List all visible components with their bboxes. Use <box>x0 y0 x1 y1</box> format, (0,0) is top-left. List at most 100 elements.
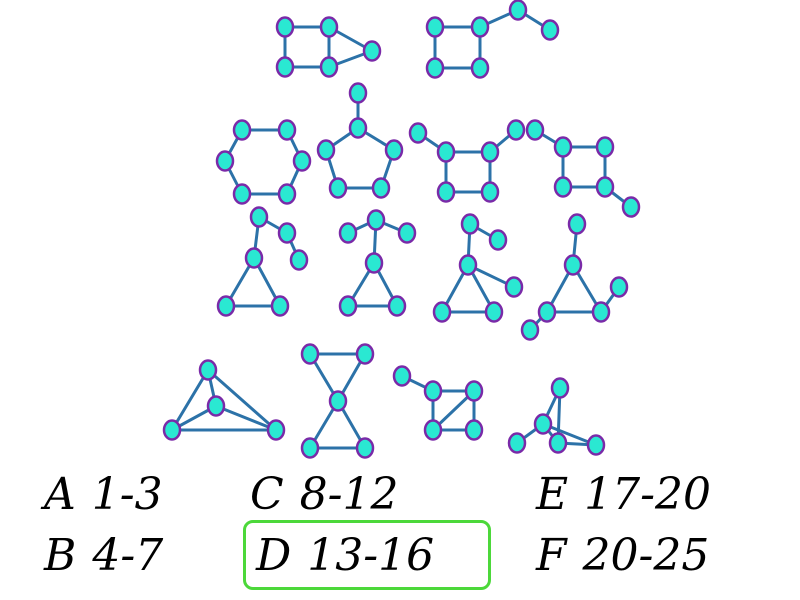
graph-1-node <box>275 16 295 38</box>
graph-5-node <box>480 141 500 163</box>
graph-9-node <box>484 301 504 323</box>
graph-14-edge <box>541 422 598 447</box>
graph-9-node <box>458 254 478 276</box>
graph-5-node <box>436 181 456 203</box>
graph-6-node <box>621 196 641 218</box>
option-e-letter: E <box>536 469 569 520</box>
graph-13-node <box>423 380 443 402</box>
option-c-range: 8-12 <box>299 469 399 520</box>
graph-4-node <box>348 82 368 104</box>
selected-answer-highlight <box>243 520 491 590</box>
graph-5-node <box>408 122 428 144</box>
option-f-range: 20-25 <box>582 530 710 581</box>
graph-11-node <box>162 419 182 441</box>
graph-9-node <box>432 301 452 323</box>
graph-5-node <box>506 119 526 141</box>
option-b-range: 4-7 <box>92 530 164 581</box>
graph-1-node <box>362 40 382 62</box>
graph-3-node <box>232 119 252 141</box>
graph-9-node <box>488 229 508 251</box>
graph-7-node <box>216 295 236 317</box>
graph-6-node <box>525 119 545 141</box>
graph-8-node <box>387 295 407 317</box>
graph-5-node <box>436 141 456 163</box>
graph-10-node <box>609 276 629 298</box>
graph-9-node <box>504 276 524 298</box>
graph-12-node <box>355 437 375 459</box>
graph-12-node <box>300 343 320 365</box>
graph-11-node <box>266 419 286 441</box>
graph-8-node <box>364 252 384 274</box>
graph-2-node <box>540 19 560 41</box>
graph-8-node <box>338 295 358 317</box>
graph-3-node <box>277 119 297 141</box>
graph-7-node <box>249 206 269 228</box>
graph-7-node <box>277 222 297 244</box>
graph-14-node <box>533 413 553 435</box>
graph-13-node <box>464 380 484 402</box>
graph-11-node <box>198 359 218 381</box>
graph-2-node <box>508 0 528 21</box>
graph-12-node <box>328 390 348 412</box>
graph-11-node <box>206 395 226 417</box>
graph-2-node <box>470 16 490 38</box>
graph-7-node <box>289 249 309 271</box>
graph-8-node <box>397 222 417 244</box>
graph-8-node <box>366 209 386 231</box>
graph-11-edge <box>206 368 278 432</box>
graph-nodes <box>162 0 641 459</box>
graph-12-node <box>300 437 320 459</box>
graph-10-node <box>563 254 583 276</box>
option-e-range: 17-20 <box>584 469 711 520</box>
graph-6-node <box>595 136 615 158</box>
graph-2-node <box>425 16 445 38</box>
option-b-letter: B <box>44 530 77 581</box>
graph-14-node <box>550 377 570 399</box>
graph-5-node <box>480 181 500 203</box>
graph-3-node <box>232 183 252 205</box>
graph-13-node <box>464 419 484 441</box>
graph-2-node <box>470 57 490 79</box>
graph-1-node <box>319 16 339 38</box>
option-c-letter: C <box>250 469 284 520</box>
graph-4-node <box>348 117 368 139</box>
option-a-letter: A <box>44 469 76 520</box>
graph-10-node <box>537 301 557 323</box>
graph-6-node <box>595 176 615 198</box>
graph-13-node <box>392 365 412 387</box>
graph-4-node <box>328 177 348 199</box>
graph-11-edge <box>170 368 210 432</box>
graph-1-node <box>275 56 295 78</box>
graph-8-node <box>338 222 358 244</box>
option-d-range: 13-16 <box>307 530 435 581</box>
graph-9-node <box>460 213 480 235</box>
graph-14-node <box>548 432 568 454</box>
graph-13-node <box>423 419 443 441</box>
graph-11-edge <box>214 404 278 432</box>
option-a-range: 1-3 <box>91 469 163 520</box>
graph-3-node <box>277 183 297 205</box>
graph-4-node <box>384 139 404 161</box>
graph-3-node <box>292 150 312 172</box>
graph-4-node <box>316 139 336 161</box>
option-f-letter: F <box>536 530 567 581</box>
graph-2-node <box>425 57 445 79</box>
graph-7-node <box>270 295 290 317</box>
graph-10-node <box>591 301 611 323</box>
graph-6-node <box>553 176 573 198</box>
graph-10-node <box>520 319 540 341</box>
graph-12-node <box>355 343 375 365</box>
graph-1-node <box>319 56 339 78</box>
graph-6-node <box>553 136 573 158</box>
graph-10-node <box>567 213 587 235</box>
graph-7-node <box>244 247 264 269</box>
graph-14-node <box>507 432 527 454</box>
option-d-letter: D <box>256 530 292 581</box>
